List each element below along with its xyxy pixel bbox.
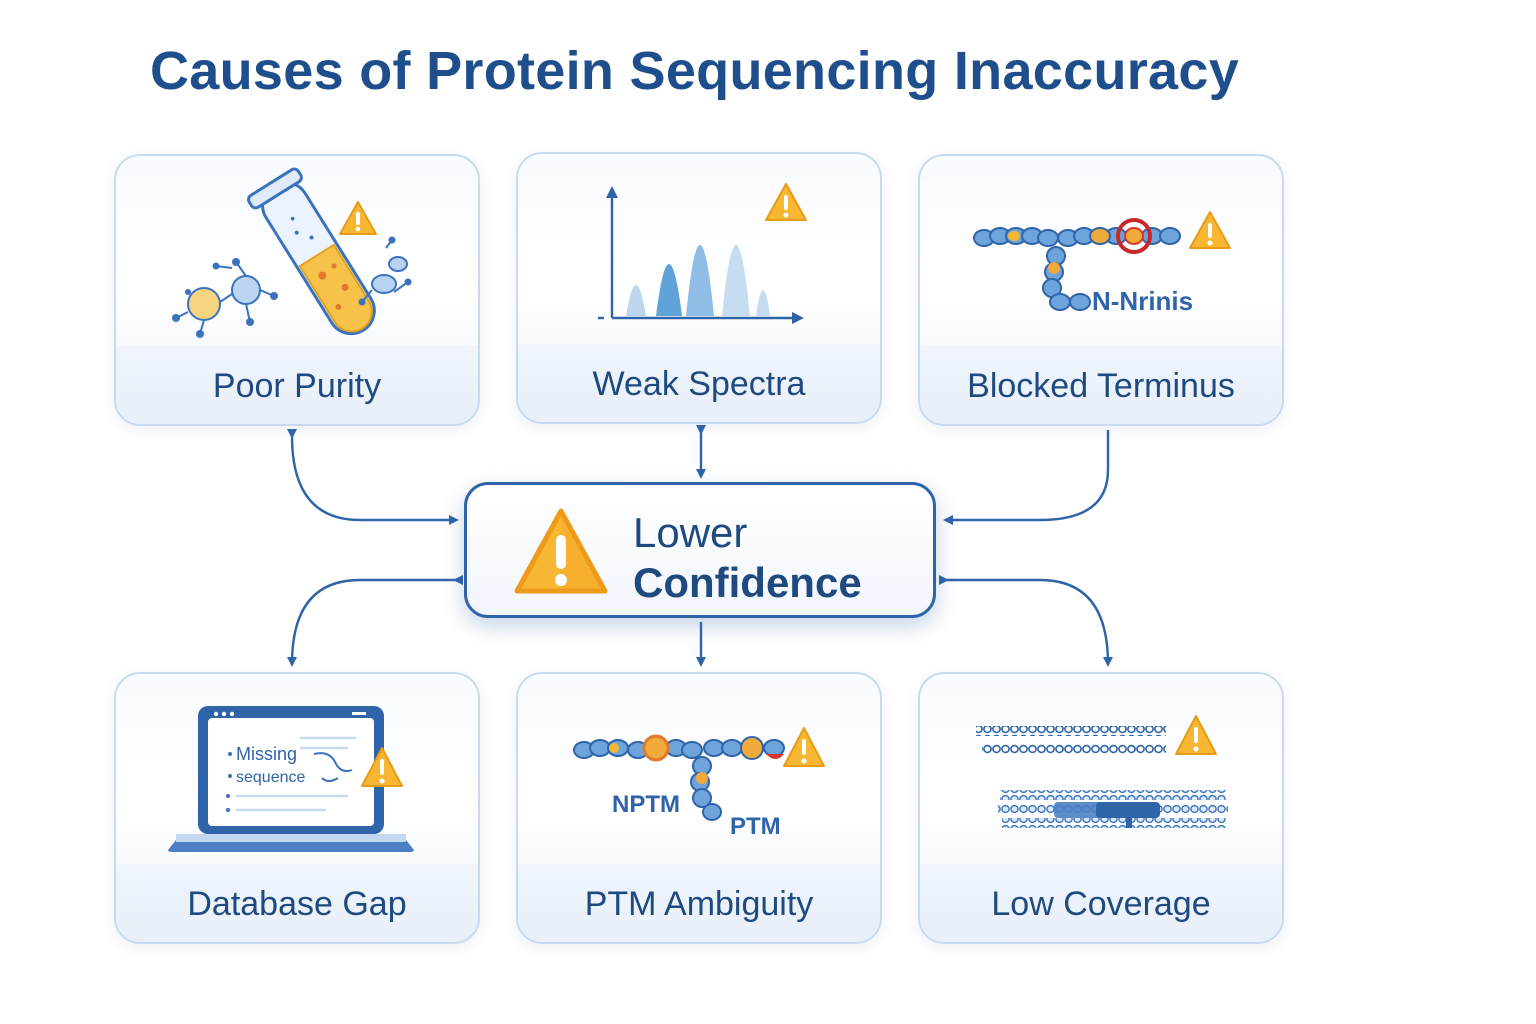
card-poor-purity: Poor Purity	[114, 154, 480, 426]
card-label: Blocked Terminus	[967, 367, 1235, 405]
arrow-blocked-terminus	[943, 430, 1110, 525]
arrow-low-coverage	[939, 575, 1113, 667]
card-label: Database Gap	[187, 885, 407, 923]
card-band	[116, 346, 478, 424]
terminus-annotation: N-Nrinis	[1092, 286, 1193, 316]
warning-icon	[514, 508, 608, 594]
card-blocked-terminus: N-Nrinis Blocked Terminus	[918, 154, 1284, 426]
sequence-strands-icon	[976, 715, 1228, 828]
peptide-chain-icon: NPTM PTM	[573, 727, 825, 840]
card-band	[920, 864, 1282, 942]
arrow-poor-purity	[286, 428, 459, 525]
card-band	[116, 864, 478, 942]
card-low-coverage: Low Coverage	[918, 672, 1284, 944]
page-title: Causes of Protein Sequencing Inaccuracy	[150, 41, 1240, 101]
center-line1: Lower	[633, 509, 748, 556]
card-band	[518, 864, 880, 942]
mass-spectrum-icon	[598, 183, 807, 324]
screen-line1: Missing	[236, 744, 297, 764]
card-ptm-ambiguity: NPTM PTM PTM Ambiguity	[516, 672, 882, 944]
test-tube-contamination-icon	[172, 167, 412, 338]
ptm-label-right: PTM	[730, 813, 781, 840]
card-label: Low Coverage	[991, 885, 1211, 923]
screen-line2: sequence	[236, 769, 305, 786]
card-label: Poor Purity	[212, 367, 382, 405]
central-outcome-box: Lower Confidence	[464, 482, 936, 618]
ptm-label-left: NPTM	[612, 791, 680, 818]
card-band	[920, 346, 1282, 424]
peptide-chain-icon: N-Nrinis	[973, 211, 1231, 316]
card-database-gap: Missing sequence Database Gap	[114, 672, 480, 944]
card-band	[518, 344, 880, 422]
card-label: PTM Ambiguity	[584, 885, 814, 923]
arrow-database-gap	[287, 575, 463, 667]
laptop-icon: Missing sequence	[168, 706, 414, 852]
center-line2: Confidence	[633, 559, 862, 606]
card-weak-spectra: Weak Spectra	[516, 152, 882, 424]
card-label: Weak Spectra	[592, 365, 806, 403]
